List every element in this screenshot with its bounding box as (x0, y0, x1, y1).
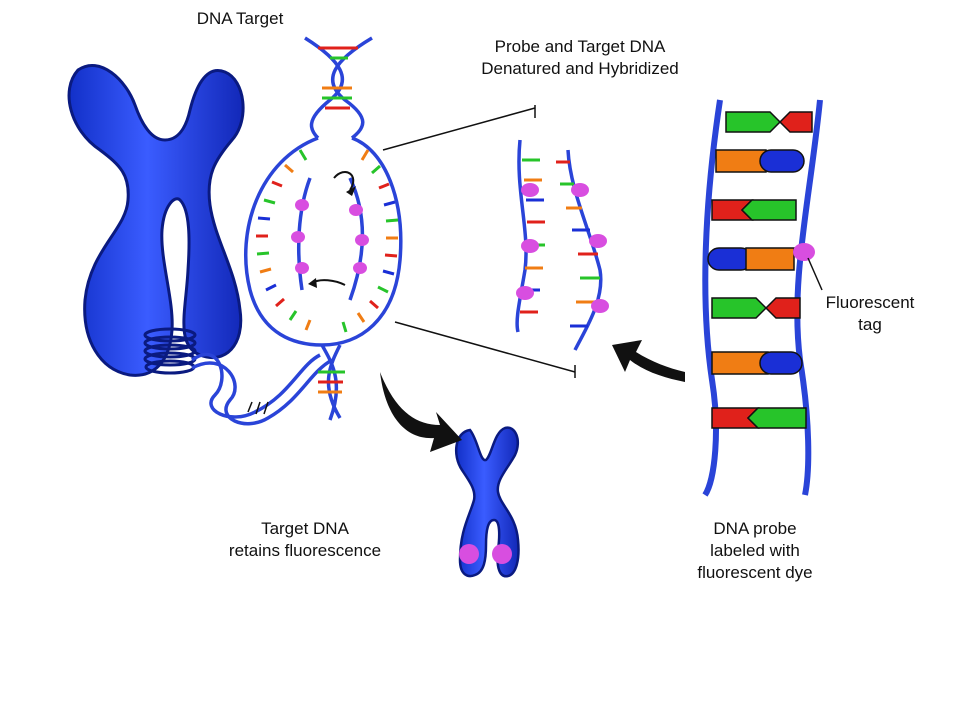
fluorescent-tag-line1: Fluorescent (825, 293, 915, 312)
dna-target-label: DNA Target (196, 9, 284, 28)
probe-target-line1: Probe and Target DNA (494, 37, 666, 56)
probe-labeled-line3: fluorescent dye (697, 563, 813, 582)
probe-target-label: Probe and Target DNA Denatured and Hybri… (430, 36, 730, 80)
probe-labeled-line1: DNA probe (713, 519, 797, 538)
chromosome-body (67, 63, 245, 377)
probe-target-line2: Denatured and Hybridized (481, 59, 679, 78)
zoom-lines (382, 105, 576, 378)
unwound-dna-strand (190, 352, 333, 426)
dna-probe-ladder (702, 99, 823, 497)
target-retains-line2: retains fluorescence (228, 541, 382, 560)
probe-labeled-line2: labeled with (710, 541, 800, 560)
fluorescent-tag-line2: tag (858, 315, 882, 334)
arrow-to-result-icon (380, 372, 462, 452)
probe-labeled-label: DNA probe labeled with fluorescent dye (660, 518, 850, 584)
target-retains-line1: Target DNA (261, 519, 349, 538)
process-arrows (380, 340, 685, 452)
large-chromosome (67, 63, 245, 377)
hybridized-detail (515, 139, 609, 351)
target-helix (243, 36, 403, 421)
arrow-probe-to-hybrid-icon (612, 340, 685, 382)
fluorescent-tag-label: Fluorescent tag (810, 292, 930, 336)
small-chromosome (454, 426, 520, 578)
target-retains-label: Target DNA retains fluorescence (200, 518, 410, 562)
